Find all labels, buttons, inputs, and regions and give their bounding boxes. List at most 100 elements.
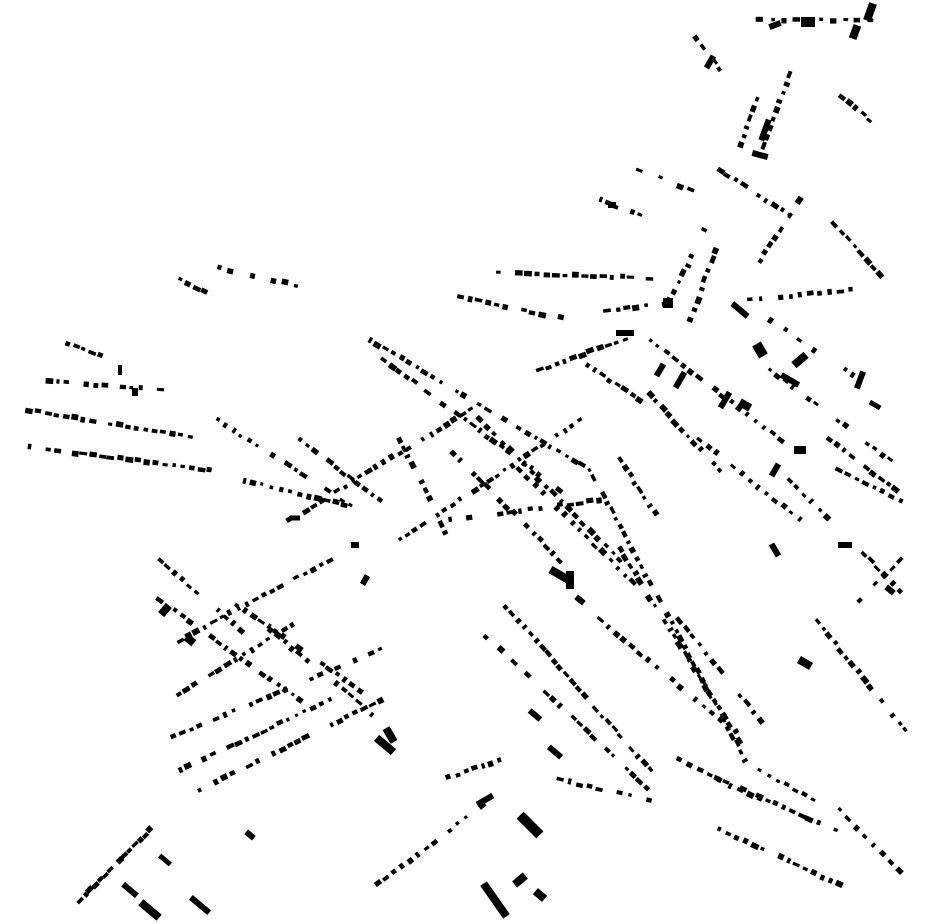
building xyxy=(56,379,60,384)
building xyxy=(716,166,726,176)
building xyxy=(293,283,299,288)
building xyxy=(768,20,782,30)
building xyxy=(470,764,478,771)
building xyxy=(645,276,654,281)
building xyxy=(556,776,565,782)
building xyxy=(346,473,355,482)
building xyxy=(622,573,628,579)
building xyxy=(776,436,786,445)
building xyxy=(635,167,643,174)
building xyxy=(768,542,782,558)
building xyxy=(877,475,886,483)
building xyxy=(779,372,801,388)
building xyxy=(872,580,879,587)
building xyxy=(600,490,608,500)
building xyxy=(864,441,871,447)
building xyxy=(801,17,815,27)
building xyxy=(758,296,763,302)
building xyxy=(138,385,143,391)
building xyxy=(548,566,572,584)
building xyxy=(295,695,304,704)
building xyxy=(734,404,743,413)
building xyxy=(724,830,732,837)
building xyxy=(242,477,247,485)
building xyxy=(335,717,344,725)
building xyxy=(254,757,261,765)
building xyxy=(564,453,570,459)
building xyxy=(609,274,614,280)
building xyxy=(783,781,790,788)
building xyxy=(266,623,272,630)
building xyxy=(276,583,285,591)
building xyxy=(185,583,193,590)
building xyxy=(71,450,79,458)
building xyxy=(674,639,685,650)
building xyxy=(264,636,271,642)
building xyxy=(533,435,539,441)
building xyxy=(564,503,574,513)
building xyxy=(45,377,54,385)
building xyxy=(595,343,605,352)
building xyxy=(843,655,850,661)
building xyxy=(889,579,897,587)
building xyxy=(34,408,42,414)
building xyxy=(498,443,506,450)
building xyxy=(178,729,187,736)
building xyxy=(190,680,199,688)
building xyxy=(325,457,335,466)
building xyxy=(484,299,492,306)
building xyxy=(93,382,99,389)
building xyxy=(608,202,616,208)
building xyxy=(332,679,341,688)
building xyxy=(302,571,309,577)
building xyxy=(806,290,814,296)
building xyxy=(704,267,711,274)
building xyxy=(361,485,370,493)
building xyxy=(651,508,660,517)
building xyxy=(251,596,260,603)
building xyxy=(620,553,629,563)
building xyxy=(616,789,623,796)
building xyxy=(458,410,467,418)
building xyxy=(751,150,769,160)
building xyxy=(827,288,833,296)
building xyxy=(862,464,871,472)
building xyxy=(177,766,184,774)
building xyxy=(499,439,507,447)
building xyxy=(502,604,509,611)
building xyxy=(725,721,733,729)
building xyxy=(132,388,138,396)
building xyxy=(767,367,773,373)
building xyxy=(280,625,289,633)
building xyxy=(550,657,559,666)
building xyxy=(675,182,685,191)
building xyxy=(756,716,765,725)
building xyxy=(621,463,630,472)
building xyxy=(722,171,731,180)
building xyxy=(185,617,195,627)
building xyxy=(593,534,602,543)
building xyxy=(219,773,229,782)
building xyxy=(824,631,833,640)
building xyxy=(96,351,104,359)
building xyxy=(663,611,672,619)
building xyxy=(333,464,341,472)
building xyxy=(131,840,139,849)
building xyxy=(722,778,730,785)
building xyxy=(156,387,165,392)
building xyxy=(548,695,557,704)
building xyxy=(855,668,863,675)
building xyxy=(646,502,654,509)
building xyxy=(730,301,750,319)
building xyxy=(546,744,564,760)
building xyxy=(737,692,743,699)
building xyxy=(754,792,764,800)
building xyxy=(530,445,539,453)
building xyxy=(711,385,720,394)
building xyxy=(672,370,688,390)
building xyxy=(741,757,749,764)
building xyxy=(821,626,827,632)
building xyxy=(805,395,813,403)
building xyxy=(539,438,548,446)
building xyxy=(449,501,457,509)
